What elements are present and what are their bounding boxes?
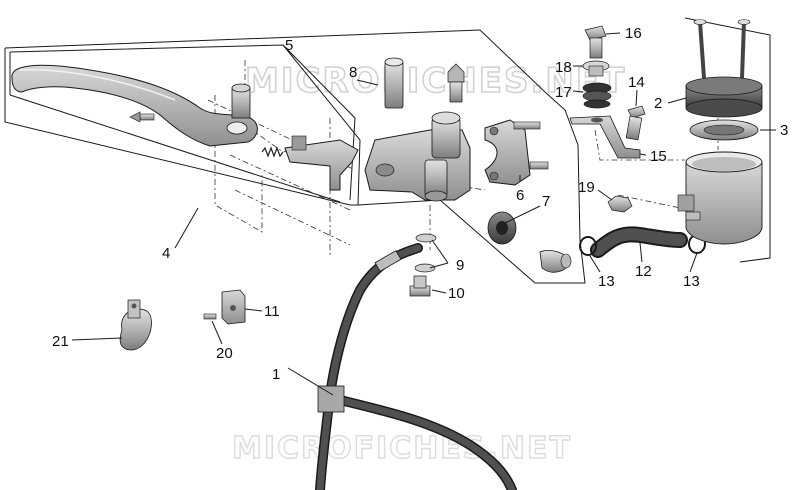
- callout-8: 8: [349, 64, 357, 81]
- callout-2: 2: [654, 95, 662, 112]
- callout-3: 3: [780, 122, 788, 139]
- reservoir-cap-screws: [693, 19, 751, 79]
- brake-fluid-reservoir: [677, 151, 763, 245]
- handlebar-clamp: [484, 119, 549, 186]
- hose-clip: [119, 299, 152, 351]
- brake-hose: [315, 243, 517, 490]
- callout-5: 5: [285, 37, 293, 54]
- callout-1: 1: [272, 366, 280, 383]
- rubber-boot: [487, 211, 517, 245]
- callout-9: 9: [456, 257, 464, 274]
- hose-clamp-left: [579, 236, 597, 256]
- callout-17: 17: [555, 84, 572, 101]
- reservoir-hose: [590, 226, 688, 258]
- callout-10: 10: [448, 285, 465, 302]
- reservoir-nut: [607, 195, 633, 213]
- reservoir-screw: [625, 105, 646, 141]
- watermark-bottom: MICROFICHES.NET: [232, 431, 572, 466]
- sealing-washers: [414, 233, 437, 273]
- reservoir-cap: [685, 76, 763, 118]
- callout-18: 18: [555, 59, 572, 76]
- callout-labels: 1 2 3 4 5 6 7 8 9 10 11 12 13 13 14 15 1…: [52, 25, 788, 383]
- callout-14: 14: [628, 74, 645, 91]
- banjo-bolt: [409, 275, 431, 297]
- lever-subframe: [9, 44, 356, 203]
- callout-6: 6: [516, 187, 524, 204]
- brake-lever: [11, 64, 258, 147]
- bleed-valve: [447, 63, 465, 103]
- callout-21: 21: [52, 333, 69, 350]
- lever-spring: [261, 146, 284, 158]
- callout-19: 19: [578, 179, 595, 196]
- callout-11: 11: [264, 303, 280, 320]
- assembly-frame: [4, 17, 771, 284]
- callout-13-left: 13: [598, 273, 615, 290]
- callout-4: 4: [162, 245, 170, 262]
- rubber-grommet: [582, 82, 612, 109]
- master-cylinder-body: [364, 111, 471, 202]
- callout-7: 7: [542, 193, 550, 210]
- callout-12: 12: [635, 263, 652, 280]
- reservoir-bolt: [584, 25, 607, 59]
- reservoir-bracket: [569, 115, 641, 159]
- spacer-washer: [582, 60, 610, 77]
- watermark-top: MICROFICHES.NET: [245, 61, 626, 101]
- pushrod: [384, 57, 404, 109]
- banjo-fitting: [539, 250, 572, 273]
- hose-bracket: [221, 289, 246, 325]
- pivot-bushing: [231, 83, 251, 119]
- callout-15: 15: [650, 148, 667, 165]
- lever-screw: [129, 111, 155, 123]
- callout-16: 16: [625, 25, 642, 42]
- bracket-screw: [203, 313, 217, 320]
- adjuster-bracket: [284, 135, 359, 191]
- reservoir-diaphragm: [689, 119, 759, 141]
- callout-20: 20: [216, 345, 233, 362]
- callout-13-right: 13: [683, 273, 700, 290]
- leader-lines: [71, 32, 776, 396]
